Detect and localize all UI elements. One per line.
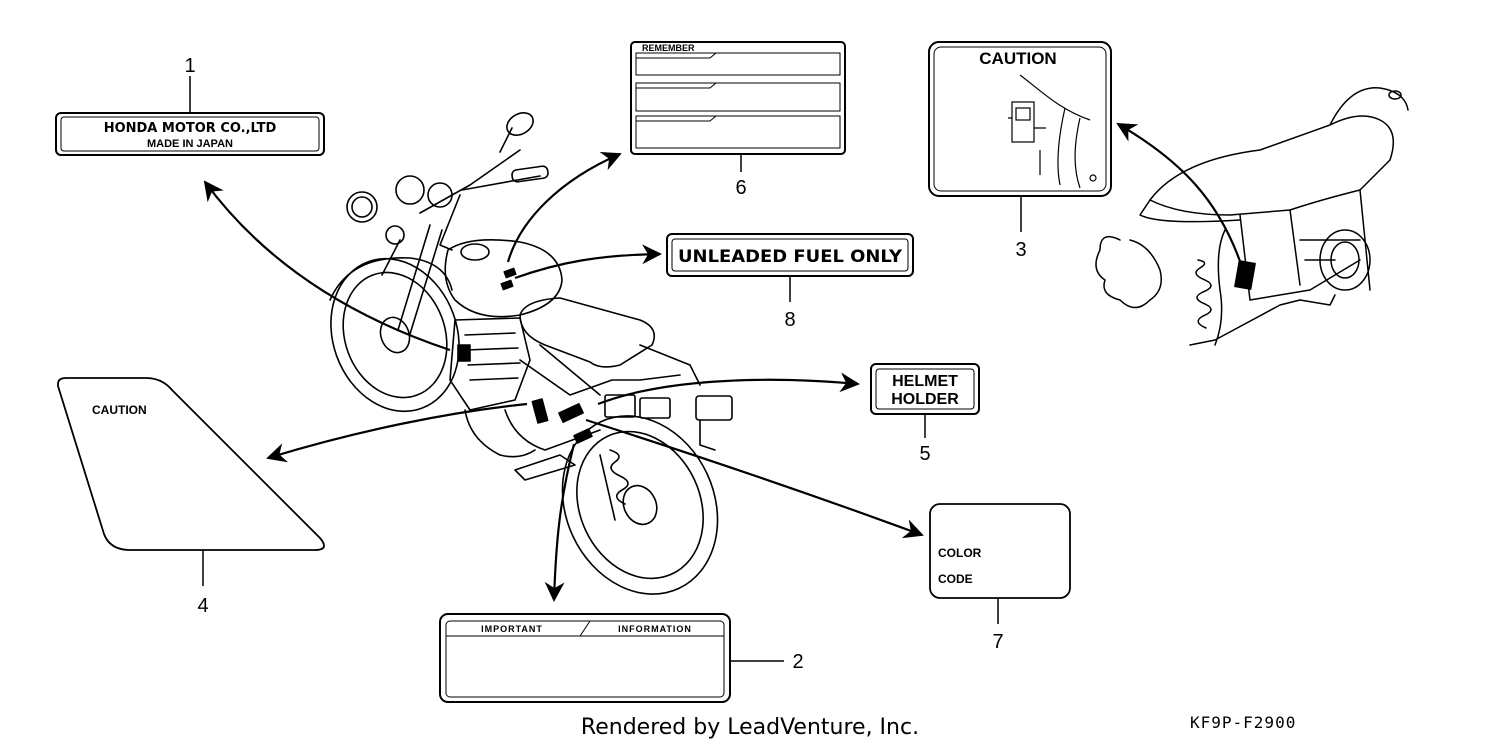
arrow-to-label-2	[544, 443, 576, 602]
color-code-line-1: COLOR	[938, 546, 982, 560]
callout-1: 1	[184, 55, 195, 77]
arrow-to-label-4	[266, 402, 528, 463]
callout-6: 6	[735, 177, 746, 199]
arrow-to-label-3	[1116, 123, 1245, 271]
callout-3: 3	[1015, 239, 1026, 261]
arrow-to-label-5	[597, 372, 860, 406]
motorcycle-illustration	[329, 112, 733, 595]
callout-7: 7	[992, 631, 1003, 653]
caution-side-label[interactable]: CAUTION	[57, 377, 325, 551]
caution-pictorial-label[interactable]: CAUTION	[928, 41, 1112, 197]
color-code-label[interactable]: COLOR CODE	[929, 503, 1071, 599]
arrow-to-label-6	[506, 152, 622, 263]
manufacturer-origin: MADE IN JAPAN	[147, 138, 233, 150]
arrow-to-label-7	[585, 418, 924, 539]
fuel-label[interactable]: UNLEADED FUEL ONLY	[666, 233, 914, 277]
caution-side-title: CAUTION	[92, 403, 147, 417]
important-header-left: IMPORTANT	[481, 624, 543, 634]
remember-label[interactable]: REMEMBER	[630, 41, 846, 155]
important-information-label[interactable]: IMPORTANT INFORMATION	[439, 613, 731, 703]
remember-title: REMEMBER	[642, 43, 695, 53]
fuel-text: UNLEADED FUEL ONLY	[678, 247, 903, 267]
part-code: KF9P-F2900	[1190, 713, 1297, 732]
helmet-line-2: HOLDER	[891, 391, 959, 408]
callout-4: 4	[197, 595, 208, 617]
manufacturer-label[interactable]: HONDA MOTOR CO.,LTD MADE IN JAPAN	[55, 112, 325, 156]
arrow-to-label-1	[203, 180, 451, 352]
helmet-line-1: HELMET	[892, 373, 958, 390]
manufacturer-name: HONDA MOTOR CO.,LTD	[104, 121, 277, 136]
rendered-by-credit: Rendered by LeadVenture, Inc.	[580, 715, 920, 740]
color-code-line-2: CODE	[938, 572, 973, 586]
callout-8: 8	[784, 309, 795, 331]
pointer-arrows	[203, 123, 1245, 602]
important-header-right: INFORMATION	[618, 624, 692, 634]
shock-absorber-pictogram	[1008, 74, 1097, 189]
arrow-to-label-8	[514, 244, 662, 280]
callout-2: 2	[792, 651, 803, 673]
caution-pictorial-title: CAUTION	[979, 49, 1056, 68]
callout-5: 5	[919, 443, 930, 465]
rear-frame-illustration	[1095, 87, 1409, 346]
helmet-holder-label[interactable]: HELMET HOLDER	[870, 363, 980, 415]
